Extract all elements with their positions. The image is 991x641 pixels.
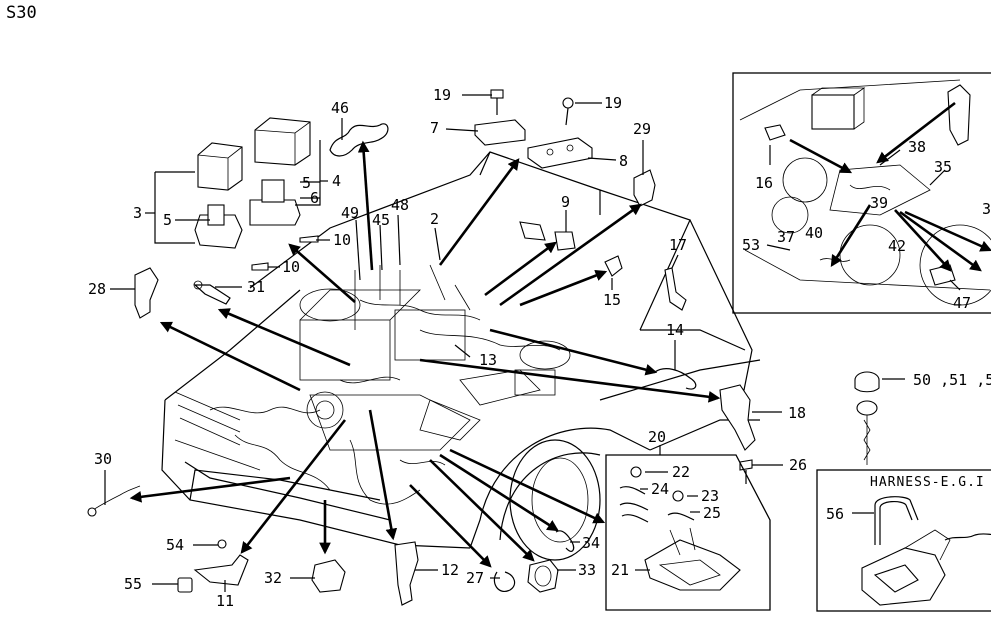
callout-46: 46 (331, 99, 349, 117)
callout-12: 12 (441, 561, 459, 579)
inset-harness-egi (816, 469, 991, 612)
callout-31: 31 (247, 278, 265, 296)
callout-42: 42 (888, 237, 906, 255)
callout-4: 4 (332, 172, 341, 190)
callout-18: 18 (788, 404, 806, 422)
upper-parts (474, 89, 756, 484)
callout-45: 45 (372, 211, 390, 229)
callout-27: 27 (466, 569, 484, 587)
callout-labels: 19 19 7 8 29 9 17 15 14 13 18 26 20 22 2… (88, 86, 991, 610)
leader-lines (104, 94, 783, 592)
diagram-title: S30 (6, 3, 37, 23)
inset-connector-20 (605, 445, 771, 611)
callout-40: 40 (805, 224, 823, 242)
callout-15: 15 (603, 291, 621, 309)
callout-50-52: 50 ,51 ,52 (913, 371, 991, 389)
callout-53: 53 (742, 236, 760, 254)
callout-28: 28 (88, 280, 106, 298)
relay-parts (134, 117, 389, 319)
callout-19a: 19 (433, 86, 451, 104)
leader-arrows (129, 140, 721, 568)
callout-21: 21 (611, 561, 629, 579)
callout-22: 22 (672, 463, 690, 481)
callout-14: 14 (666, 321, 684, 339)
callout-34: 34 (582, 534, 600, 552)
cap-part-50 (854, 371, 905, 465)
callout-17: 17 (669, 236, 687, 254)
callout-29: 29 (633, 120, 651, 138)
callout-49: 49 (341, 204, 359, 222)
callout-8: 8 (619, 152, 628, 170)
callout-13: 13 (479, 351, 497, 369)
callout-36: 3 (982, 200, 991, 218)
callout-48: 48 (391, 196, 409, 214)
harness-caption: HARNESS-E.G.I (870, 475, 985, 490)
callout-32: 32 (264, 569, 282, 587)
callout-7: 7 (430, 119, 439, 137)
callout-55: 55 (124, 575, 142, 593)
callout-5a: 5 (163, 211, 172, 229)
callout-35: 35 (934, 158, 952, 176)
callout-25: 25 (703, 504, 721, 522)
callout-56: 56 (826, 505, 844, 523)
callout-20: 20 (648, 428, 666, 446)
vehicle-outline (161, 151, 761, 561)
callout-47: 47 (953, 294, 971, 312)
callout-9: 9 (561, 193, 570, 211)
callout-54: 54 (166, 536, 184, 554)
callout-24: 24 (651, 480, 669, 498)
callout-5b: 5 (302, 174, 311, 192)
callout-23: 23 (701, 487, 719, 505)
callout-16: 16 (755, 174, 773, 192)
callout-19b: 19 (604, 94, 622, 112)
callout-37: 37 (777, 228, 795, 246)
callout-26: 26 (789, 456, 807, 474)
callout-11: 11 (216, 592, 234, 610)
lower-parts (87, 485, 575, 606)
callout-38: 38 (908, 138, 926, 156)
callout-6: 6 (310, 189, 319, 207)
inset-engine-bay (732, 72, 991, 314)
callout-10b: 10 (333, 231, 351, 249)
callout-30: 30 (94, 450, 112, 468)
callout-3: 3 (133, 204, 142, 222)
callout-2: 2 (430, 210, 439, 228)
callout-39: 39 (870, 194, 888, 212)
callout-10a: 10 (282, 258, 300, 276)
callout-33: 33 (578, 561, 596, 579)
